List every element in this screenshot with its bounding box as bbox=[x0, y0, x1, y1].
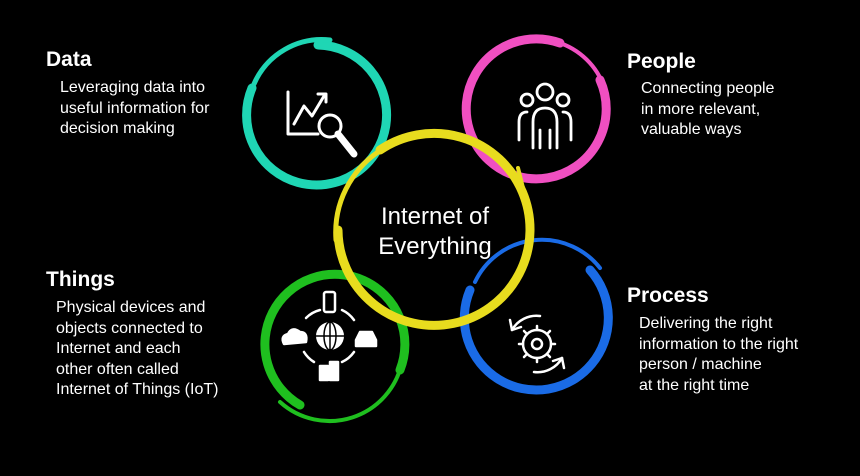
data-desc-line: decision making bbox=[60, 120, 175, 137]
center-title: Internet of Everything bbox=[355, 202, 515, 262]
things-desc-line: objects connected to bbox=[56, 319, 203, 337]
people-ring bbox=[461, 34, 611, 184]
chart-magnifier-icon bbox=[286, 90, 358, 158]
process-desc-line: Delivering the right bbox=[639, 315, 773, 332]
things-description: Physical devices and objects connected t… bbox=[56, 298, 218, 401]
gear-cycle-icon bbox=[508, 314, 566, 374]
people-heading: People bbox=[627, 50, 696, 73]
center-title-line: Internet of bbox=[380, 203, 490, 230]
data-desc-line: Leveraging data into bbox=[60, 79, 205, 96]
center-title-line: Everything bbox=[378, 233, 492, 260]
people-desc-line: Connecting people bbox=[641, 80, 775, 97]
people-desc-line: valuable ways bbox=[641, 121, 742, 138]
process-description: Delivering the right information to the … bbox=[639, 314, 798, 396]
process-heading: Process bbox=[627, 284, 709, 307]
people-group-icon bbox=[517, 82, 573, 150]
things-desc-line: Internet and each bbox=[56, 340, 181, 357]
process-desc-line: person / machine bbox=[639, 356, 762, 373]
connected-devices-icon bbox=[281, 290, 378, 382]
things-desc-line: other often called bbox=[56, 360, 179, 378]
data-desc-line: useful information for bbox=[60, 99, 210, 117]
data-description: Leveraging data into useful information … bbox=[60, 78, 209, 140]
center-ring bbox=[333, 128, 535, 330]
things-desc-line: Internet of Things (IoT) bbox=[56, 381, 219, 398]
process-desc-line: information to the right bbox=[639, 335, 799, 353]
people-description: Connecting people in more relevant, valu… bbox=[641, 79, 774, 141]
things-desc-line: Physical devices and bbox=[56, 299, 206, 316]
process-desc-line: at the right time bbox=[639, 376, 750, 394]
people-desc-line: in more relevant, bbox=[641, 100, 761, 118]
data-heading: Data bbox=[46, 48, 92, 71]
things-heading: Things bbox=[46, 268, 115, 291]
